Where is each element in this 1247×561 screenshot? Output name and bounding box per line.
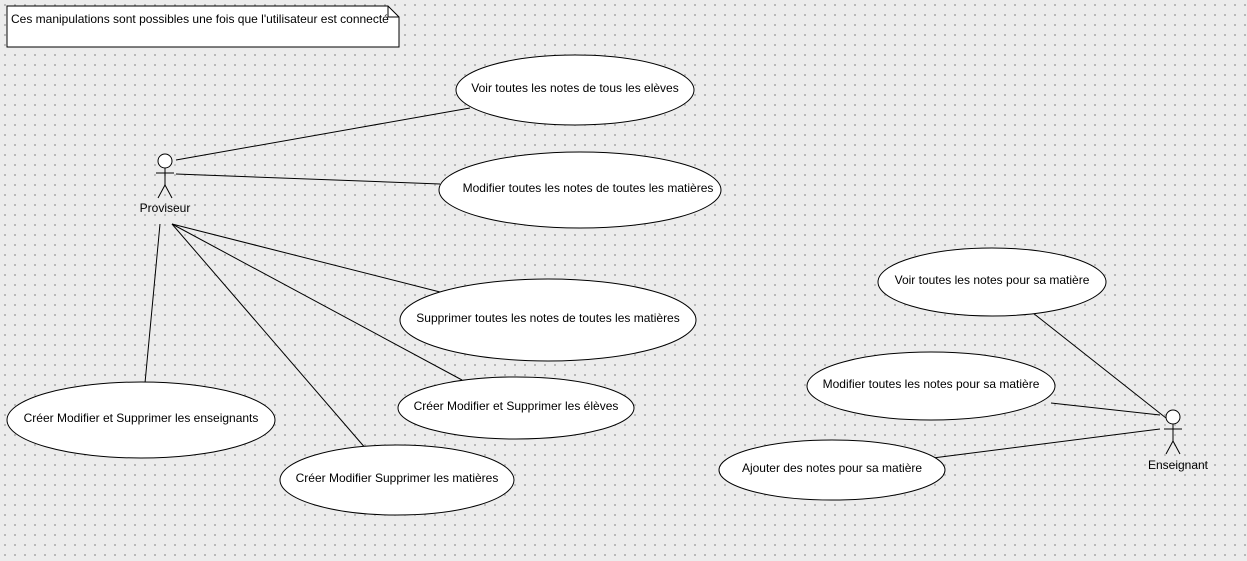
use-case-ellipse — [806, 351, 1056, 421]
use-case-label: Modifier toutes les notes de toutes les … — [463, 181, 714, 195]
use-case-modifier-toutes-notes-matieres[interactable]: Modifier toutes les notes de toutes les … — [438, 151, 722, 229]
use-case-ellipse — [438, 151, 722, 229]
use-case-ellipse — [718, 439, 946, 501]
association-proviseur-crud-enseignants[interactable] — [144, 223, 161, 384]
note[interactable]: Ces manipulations sont possibles une foi… — [6, 5, 400, 48]
association-proviseur-modifier-toutes[interactable] — [175, 173, 441, 185]
actor-enseignant-label: Enseignant — [1148, 458, 1209, 472]
use-case-label: Créer Modifier et Supprimer les élèves — [414, 399, 619, 413]
use-case-supprimer-toutes-notes-matieres[interactable]: Supprimer toutes les notes de toutes les… — [399, 278, 697, 362]
use-case-ellipse — [279, 444, 515, 516]
use-case-modifier-notes-matiere[interactable]: Modifier toutes les notes pour sa matièr… — [806, 351, 1056, 421]
use-case-crud-enseignants[interactable]: Créer Modifier et Supprimer les enseigna… — [6, 381, 276, 459]
actor-proviseur[interactable] — [156, 153, 174, 199]
note-text: Ces manipulations sont possibles une foi… — [11, 12, 389, 26]
use-case-label: Créer Modifier Supprimer les matières — [296, 471, 499, 485]
association-proviseur-crud-eleves[interactable] — [171, 223, 463, 381]
association-proviseur-supprimer-toutes[interactable] — [171, 223, 441, 293]
use-case-crud-eleves[interactable]: Créer Modifier et Supprimer les élèves — [397, 376, 635, 440]
association-enseignant-ajouter[interactable] — [924, 428, 1161, 460]
association-enseignant-modifier[interactable] — [1050, 402, 1161, 416]
use-case-ajouter-notes-matiere[interactable]: Ajouter des notes pour sa matière — [718, 439, 946, 501]
enseignant-associations — [924, 312, 1167, 460]
note-fold — [387, 6, 399, 18]
actor-left-leg — [1165, 440, 1174, 455]
use-case-label: Voir toutes les notes pour sa matière — [895, 273, 1090, 287]
note-box — [6, 5, 400, 48]
proviseur-associations — [144, 107, 471, 451]
use-case-voir-notes-matiere[interactable]: Voir toutes les notes pour sa matière — [877, 247, 1107, 317]
use-case-voir-toutes-notes-eleves[interactable]: Voir toutes les notes de tous les elèves — [455, 54, 695, 126]
use-case-label: Voir toutes les notes de tous les elèves — [471, 81, 678, 95]
actor-left-leg — [157, 184, 166, 199]
use-case-ellipse — [455, 54, 695, 126]
use-case-ellipse — [6, 381, 276, 459]
use-case-ellipse — [399, 278, 697, 362]
use-case-ellipse — [877, 247, 1107, 317]
use-case-crud-matieres[interactable]: Créer Modifier Supprimer les matières — [279, 444, 515, 516]
association-enseignant-voir[interactable] — [1032, 312, 1167, 419]
use-case-ellipse — [397, 376, 635, 440]
use-case-label: Ajouter des notes pour sa matière — [742, 461, 922, 475]
actor-head — [157, 153, 173, 169]
actor-proviseur-label: Proviseur — [140, 201, 191, 215]
use-case-label: Supprimer toutes les notes de toutes les… — [416, 311, 679, 325]
use-case-label: Modifier toutes les notes pour sa matièr… — [823, 377, 1040, 391]
association-proviseur-crud-matieres[interactable] — [171, 223, 368, 451]
actor-head — [1165, 409, 1181, 425]
use-case-label: Créer Modifier et Supprimer les enseigna… — [24, 411, 259, 425]
association-proviseur-voir-toutes[interactable] — [175, 107, 471, 161]
actor-enseignant[interactable] — [1164, 409, 1182, 455]
actor-right-leg — [164, 184, 173, 199]
actor-right-leg — [1172, 440, 1181, 455]
